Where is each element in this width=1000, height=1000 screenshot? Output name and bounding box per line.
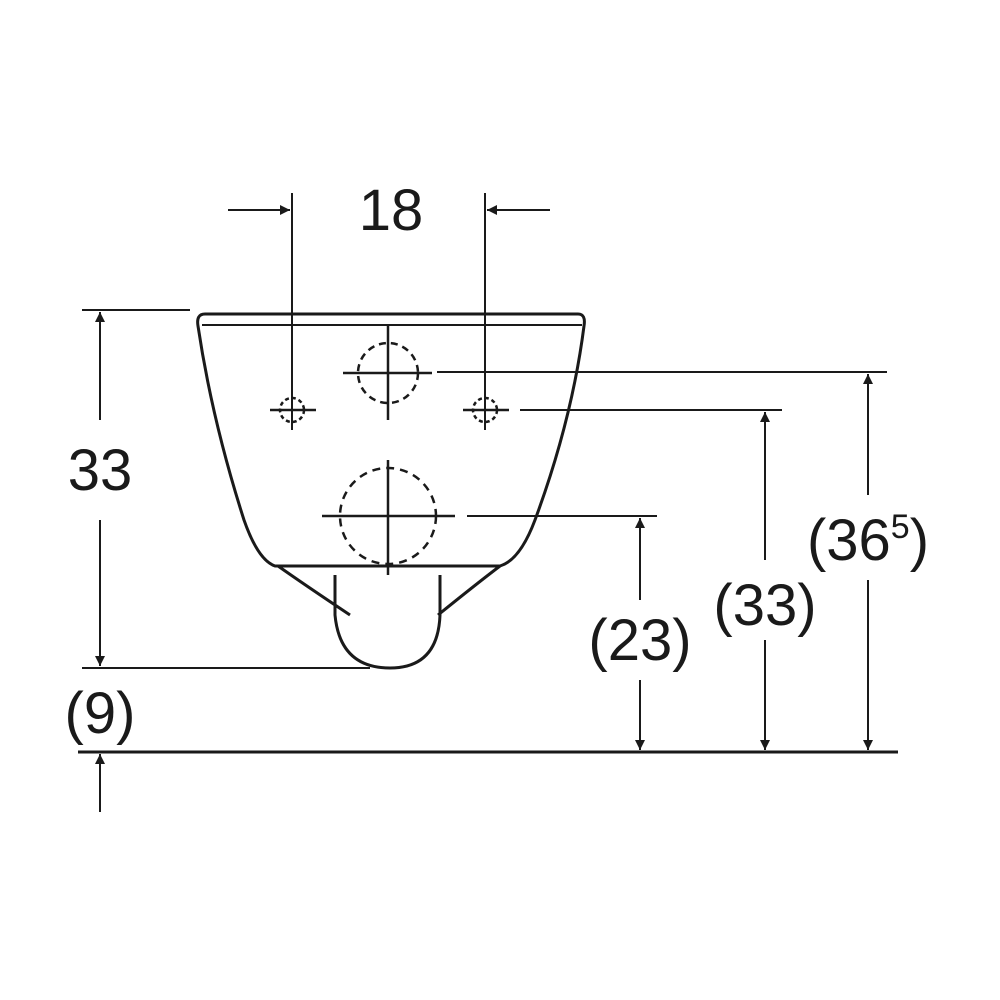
fixing-height-label: (33)	[713, 573, 816, 638]
toilet-bowl	[196, 312, 586, 670]
bowl-outlet	[277, 564, 351, 617]
supply-height-dimension	[437, 371, 887, 750]
height-left-label: 33	[68, 438, 133, 503]
floor-offset-label: (9)	[65, 681, 136, 746]
supply-height-label: (365)	[807, 508, 929, 573]
bowl-body	[196, 312, 586, 568]
width-label: 18	[359, 178, 424, 243]
fixing-height-dimension	[520, 409, 782, 750]
drain-height-dimension	[467, 515, 657, 750]
holes	[270, 325, 509, 575]
height-dimension-left	[82, 309, 370, 669]
spigot	[333, 575, 442, 670]
drain-height-label: (23)	[588, 608, 691, 673]
width-dimension	[228, 193, 550, 430]
